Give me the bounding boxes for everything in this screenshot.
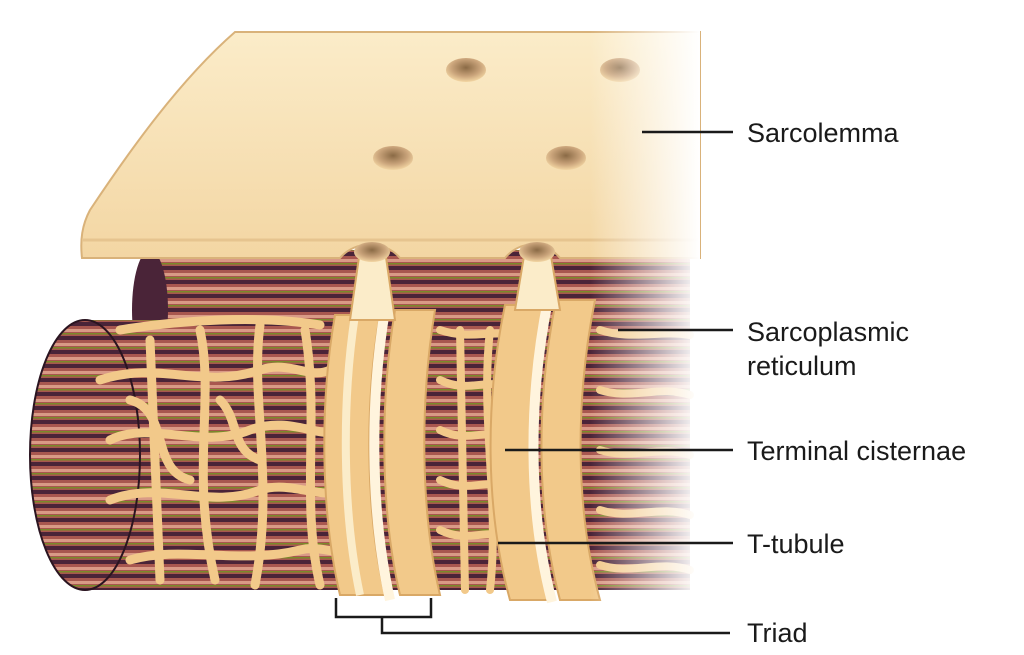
sarcoplasmic-reticulum-label-line1: Sarcoplasmic (747, 317, 909, 347)
terminal-cisternae-label: Terminal cisternae (747, 436, 966, 466)
triad-label: Triad (747, 618, 808, 648)
sarcolemma-label: Sarcolemma (747, 118, 900, 148)
t-tubule-label: T-tubule (747, 529, 845, 559)
edge-fade (590, 20, 700, 620)
sarcoplasmic-reticulum-label-line2: reticulum (747, 351, 857, 381)
